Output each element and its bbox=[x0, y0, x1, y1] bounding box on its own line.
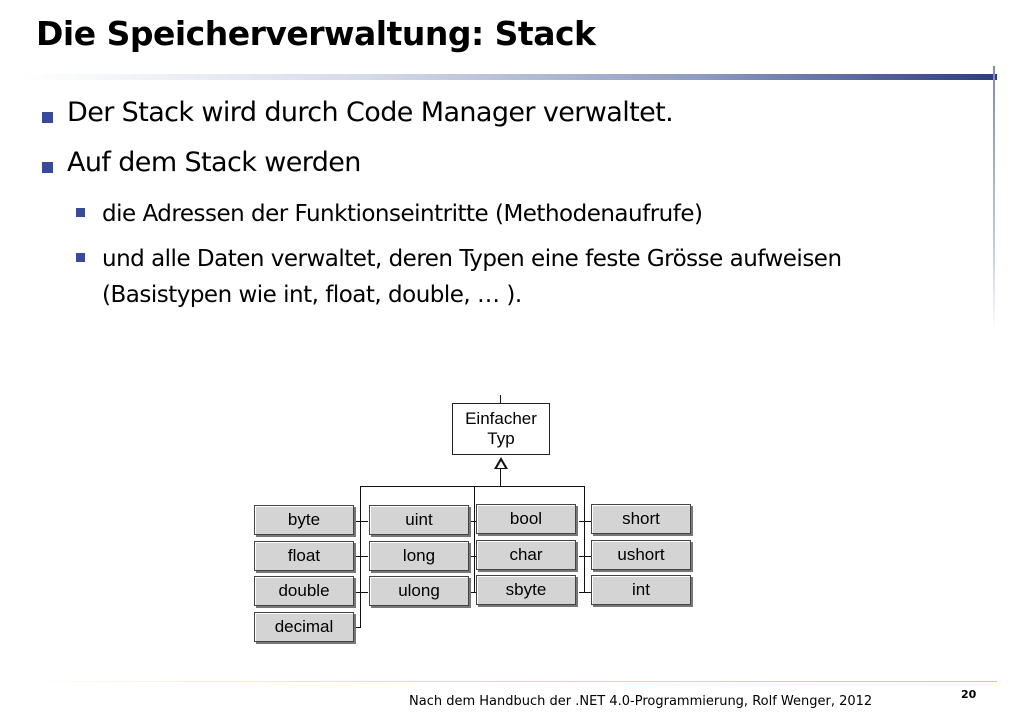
bullet-text: Der Stack wird durch Code Manager verwal… bbox=[67, 97, 674, 128]
connector-line bbox=[579, 556, 591, 557]
type-box-decimal: decimal bbox=[254, 612, 354, 642]
type-box-ulong: ulong bbox=[369, 576, 469, 606]
footer-citation: Nach dem Handbuch der .NET 4.0-Programmi… bbox=[409, 694, 873, 709]
footer-divider bbox=[22, 681, 997, 682]
title-divider bbox=[22, 74, 997, 80]
root-type-label: Einfacher bbox=[465, 409, 537, 428]
type-box-bool: bool bbox=[476, 504, 576, 534]
connector-line bbox=[474, 486, 475, 593]
connector-line bbox=[469, 556, 479, 557]
connector-line bbox=[360, 486, 361, 628]
sub-bullet-text: und alle Daten verwaltet, deren Typen ei… bbox=[102, 246, 842, 272]
page-number: 20 bbox=[961, 688, 977, 701]
root-type-box: Einfacher Typ bbox=[452, 403, 550, 455]
connector-line bbox=[354, 556, 368, 557]
right-divider bbox=[993, 66, 995, 332]
connector-line bbox=[584, 486, 585, 593]
bullet-square-icon bbox=[42, 162, 53, 173]
type-box-uint: uint bbox=[369, 505, 469, 535]
type-box-long: long bbox=[369, 541, 469, 571]
slide-title: Die Speicherverwaltung: Stack bbox=[36, 14, 596, 53]
connector-line bbox=[354, 627, 361, 628]
bullet-text: Auf dem Stack werden bbox=[67, 147, 361, 178]
connector-line bbox=[579, 592, 591, 593]
connector-line bbox=[354, 592, 368, 593]
type-box-char: char bbox=[476, 540, 576, 570]
connector-line bbox=[469, 592, 479, 593]
type-box-short: short bbox=[591, 504, 691, 534]
type-box-sbyte: sbyte bbox=[476, 575, 576, 605]
connector-line bbox=[360, 486, 584, 487]
type-box-int: int bbox=[591, 575, 691, 605]
type-box-float: float bbox=[254, 541, 354, 571]
sub-bullet-square-icon bbox=[76, 208, 85, 217]
bullet-square-icon bbox=[42, 112, 53, 123]
connector-line bbox=[469, 521, 479, 522]
connector-line bbox=[500, 469, 501, 487]
sub-bullet-square-icon bbox=[76, 253, 85, 262]
type-hierarchy-diagram: Einfacher Typ byte float double decimal … bbox=[250, 395, 695, 645]
root-type-label: Typ bbox=[487, 429, 515, 448]
inheritance-arrow-fill bbox=[497, 461, 505, 468]
connector-line bbox=[500, 395, 501, 403]
type-box-byte: byte bbox=[254, 505, 354, 535]
sub-bullet-text: die Adressen der Funktionseintritte (Met… bbox=[102, 201, 703, 227]
type-box-double: double bbox=[254, 576, 354, 606]
sub-bullet-text-continued: (Basistypen wie int, float, double, … ). bbox=[102, 282, 522, 308]
type-box-ushort: ushort bbox=[591, 540, 691, 570]
connector-line bbox=[354, 521, 368, 522]
connector-line bbox=[579, 521, 591, 522]
